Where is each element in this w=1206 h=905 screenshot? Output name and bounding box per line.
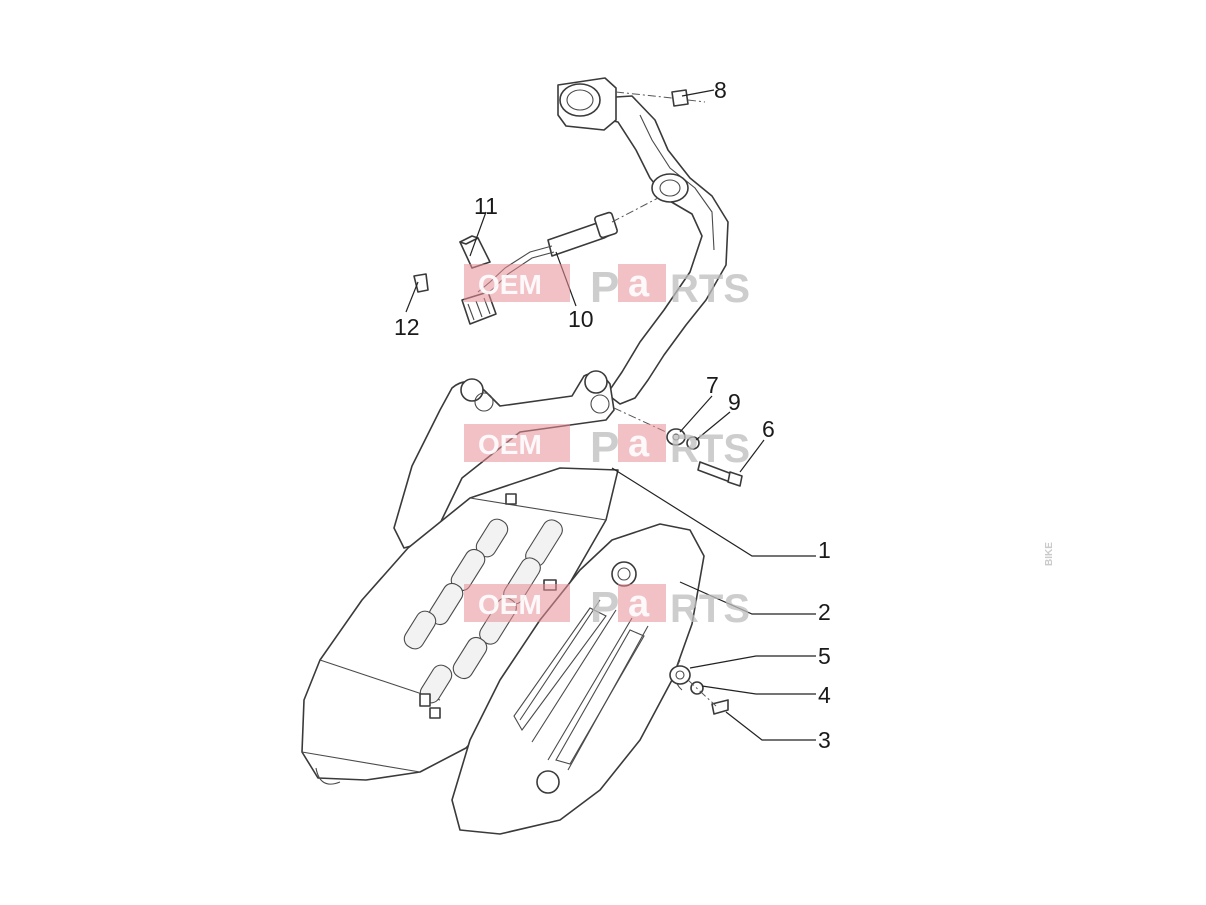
callout-11: 11: [474, 193, 498, 219]
svg-text:P: P: [590, 583, 619, 632]
part-7-washer: [613, 407, 686, 446]
part-3-screw: [687, 679, 729, 715]
callout-3: 3: [818, 727, 831, 753]
part-1-muffler: [301, 370, 619, 785]
watermark-logo: OEM BIKE P a RTS: [464, 263, 1055, 566]
callout-2: 2: [818, 599, 831, 625]
callout-8: 8: [714, 77, 727, 103]
exhaust-pipe: [557, 77, 729, 405]
callout-6: 6: [762, 416, 775, 442]
callout-9: 9: [728, 389, 741, 415]
watermark-rts: RTS: [670, 267, 750, 311]
callout-labels: 8 11 12 10 7 9 6 1 2 5 4 3: [394, 77, 831, 753]
svg-text:a: a: [628, 423, 650, 465]
svg-text:RTS: RTS: [670, 427, 750, 471]
watermark-p: P: [590, 263, 619, 312]
svg-text:OEM: OEM: [478, 589, 542, 620]
part-12-small-clip: [413, 273, 429, 293]
watermark-logo: OEM P a RTS: [464, 583, 750, 632]
callout-10: 10: [568, 306, 594, 332]
callout-12: 12: [394, 314, 420, 340]
part-5-grommet: [669, 665, 691, 685]
callout-4: 4: [818, 682, 831, 708]
callout-5: 5: [818, 643, 831, 669]
svg-text:RTS: RTS: [670, 587, 750, 631]
part-11-clip: [459, 235, 491, 269]
svg-text:OEM: OEM: [478, 429, 542, 460]
callout-7: 7: [706, 372, 719, 398]
leader-lines: [405, 89, 816, 741]
watermark-logo: OEM P a RTS: [464, 423, 750, 472]
svg-text:a: a: [628, 583, 650, 625]
part-6-bolt: [697, 461, 743, 487]
watermark-bike: BIKE: [1044, 542, 1055, 566]
watermark-oem: OEM: [478, 269, 542, 300]
part-8-nut: [615, 89, 706, 107]
watermark-a: a: [628, 263, 650, 305]
callout-1: 1: [818, 537, 831, 563]
svg-text:P: P: [590, 423, 619, 472]
